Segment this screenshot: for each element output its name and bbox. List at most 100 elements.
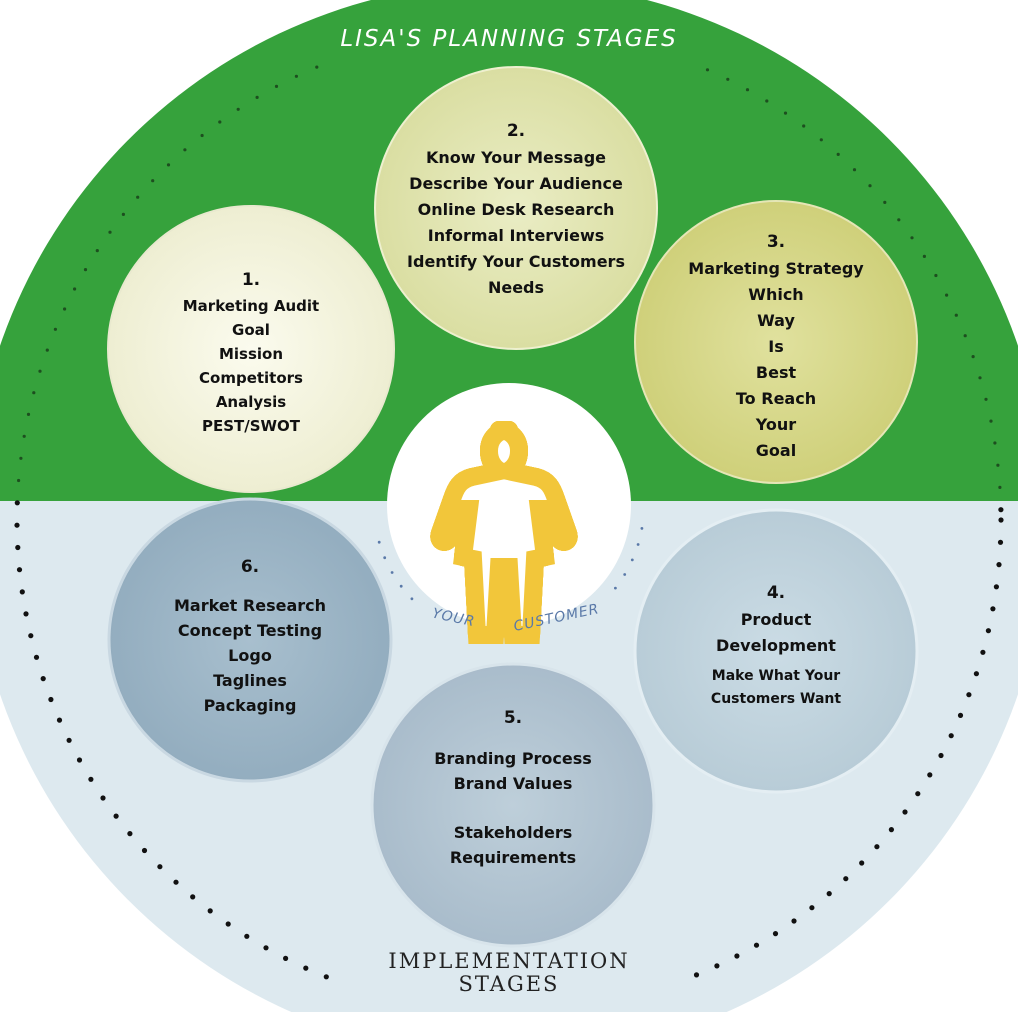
ring-dot bbox=[66, 737, 72, 743]
stage-5-circle bbox=[370, 662, 656, 948]
implementation-title-line2: STAGES bbox=[458, 972, 560, 996]
stage-3-line: Which bbox=[748, 285, 804, 304]
stage-1-line: Goal bbox=[232, 321, 270, 339]
stage-1-line: PEST/SWOT bbox=[201, 417, 301, 435]
ring-dot bbox=[225, 921, 231, 927]
ring-dot bbox=[19, 456, 23, 460]
ring-dot bbox=[95, 249, 99, 253]
ring-dot bbox=[783, 111, 788, 115]
ring-dot bbox=[819, 138, 823, 142]
ring-dot bbox=[83, 268, 88, 272]
center-ring-dot bbox=[636, 543, 640, 546]
ring-dot bbox=[809, 905, 815, 911]
ring-dot bbox=[315, 65, 319, 69]
ring-dot bbox=[48, 696, 54, 703]
ring-dot bbox=[183, 148, 187, 152]
stage-1-line: Analysis bbox=[215, 393, 287, 411]
ring-dot bbox=[22, 434, 26, 438]
ring-dot bbox=[157, 864, 163, 870]
ring-dot bbox=[883, 200, 887, 204]
stage-3-line: Marketing Strategy bbox=[688, 259, 864, 278]
stage-4-line: Development bbox=[716, 636, 836, 655]
ring-dot bbox=[53, 327, 58, 331]
ring-dot bbox=[998, 485, 1002, 489]
ring-dot bbox=[859, 860, 865, 866]
ring-dot bbox=[38, 369, 42, 373]
stage-1-number: 1. bbox=[241, 270, 261, 290]
ring-dot bbox=[922, 254, 927, 258]
stage-4-circle bbox=[633, 508, 919, 794]
ring-dot bbox=[997, 539, 1004, 545]
ring-dot bbox=[791, 918, 797, 924]
stage-5: 5. Branding Process Brand Values Stakeho… bbox=[372, 664, 654, 946]
dotted-rings bbox=[14, 65, 1004, 980]
ring-dot bbox=[927, 772, 933, 778]
stage-1: 1. Marketing Audit Goal Mission Competit… bbox=[108, 206, 394, 492]
stage-2-circle bbox=[374, 66, 658, 350]
ring-dot bbox=[136, 195, 140, 199]
ring-dot bbox=[200, 133, 204, 138]
ring-dot bbox=[236, 107, 240, 111]
ring-dot bbox=[303, 965, 309, 971]
ring-dot bbox=[971, 355, 975, 359]
ring-dot bbox=[705, 68, 710, 72]
ring-dot bbox=[998, 507, 1004, 513]
center-ring-dot bbox=[630, 558, 634, 562]
stage-6-line: Concept Testing bbox=[177, 621, 323, 640]
stage-3-line: Way bbox=[757, 311, 795, 330]
stage-1-line: Competitors bbox=[199, 369, 303, 387]
stage-3-line: Is bbox=[768, 337, 784, 356]
stage-6-line: Logo bbox=[228, 646, 272, 665]
center-ring-dot bbox=[377, 540, 381, 544]
stage-5-subline: Stakeholders bbox=[453, 823, 573, 842]
ring-dot bbox=[973, 671, 980, 677]
ring-dot bbox=[108, 230, 112, 234]
ring-dot bbox=[910, 236, 914, 240]
ring-dot bbox=[26, 412, 31, 416]
ring-dot bbox=[76, 757, 83, 763]
ring-dot bbox=[121, 212, 125, 216]
stage-2-line: Know Your Message bbox=[425, 148, 606, 167]
stage-4-number: 4. bbox=[766, 583, 786, 603]
ring-dot bbox=[19, 589, 25, 595]
ring-dot bbox=[874, 844, 880, 850]
ring-dot bbox=[772, 931, 779, 937]
center-ring-dot bbox=[399, 584, 403, 588]
ring-dot bbox=[17, 478, 21, 483]
ring-dot bbox=[753, 942, 760, 948]
center-ring-dot bbox=[410, 597, 414, 601]
stage-6-line: Packaging bbox=[203, 696, 297, 715]
ring-dot bbox=[993, 584, 1000, 590]
ring-dot bbox=[996, 562, 1002, 568]
ring-dot bbox=[56, 717, 63, 723]
ring-dot bbox=[948, 733, 954, 739]
person-silhouette-icon bbox=[439, 421, 568, 644]
implementation-title-line1: IMPLEMENTATION bbox=[388, 949, 630, 973]
ring-dot bbox=[966, 692, 972, 698]
ring-dot bbox=[207, 908, 213, 914]
ring-dot bbox=[945, 293, 949, 297]
ring-dot bbox=[726, 77, 730, 81]
ring-dot bbox=[902, 809, 908, 815]
stage-4: 4. Product Development Make What Your Cu… bbox=[635, 510, 917, 792]
ring-dot bbox=[957, 712, 964, 719]
ring-dot bbox=[100, 795, 106, 801]
ring-dot bbox=[166, 163, 171, 167]
stage-6-number: 6. bbox=[240, 557, 260, 577]
ring-dot bbox=[294, 74, 298, 78]
ring-dot bbox=[323, 974, 329, 980]
ring-dot bbox=[734, 953, 740, 959]
ring-dot bbox=[28, 633, 34, 639]
ring-dot bbox=[16, 567, 23, 573]
stage-2-number: 2. bbox=[506, 121, 526, 141]
stage-6-line: Market Research bbox=[174, 596, 326, 615]
ring-dot bbox=[985, 628, 992, 634]
ring-dot bbox=[73, 287, 77, 291]
center-ring-dot bbox=[383, 556, 387, 560]
ring-dot bbox=[173, 879, 179, 885]
stage-1-circle bbox=[107, 205, 395, 493]
ring-dot bbox=[954, 313, 958, 317]
ring-dot bbox=[32, 391, 36, 395]
